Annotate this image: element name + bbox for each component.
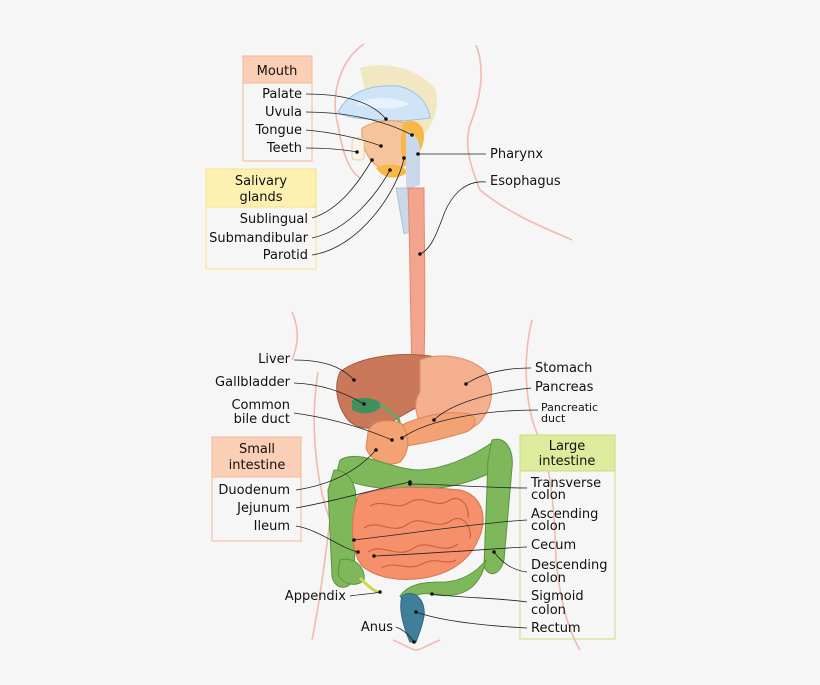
descending-colon xyxy=(483,438,513,575)
label-sigmoid-colon-line2: colon xyxy=(531,603,566,618)
label-palate: Palate xyxy=(262,87,302,102)
large-intestine-header-line2: intestine xyxy=(539,454,596,469)
salivary-submandibular xyxy=(376,164,408,178)
small-intestine-header-line2: intestine xyxy=(229,458,286,473)
mouth-group: Mouth Palate Uvula Tongue Teeth xyxy=(242,55,313,162)
label-pancreatic-duct-line2: duct xyxy=(541,412,566,425)
label-uvula: Uvula xyxy=(265,105,302,120)
large-intestine-group: Large intestine Transverse colon Ascendi… xyxy=(519,434,616,640)
pancreas xyxy=(399,412,476,447)
label-gallbladder: Gallbladder xyxy=(215,375,291,390)
label-submandibular: Submandibular xyxy=(209,231,309,246)
label-pharynx: Pharynx xyxy=(490,147,543,162)
label-sublingual: Sublingual xyxy=(240,212,308,227)
label-transverse-colon-line2: colon xyxy=(531,488,566,503)
label-ascending-colon-line1: Ascending xyxy=(531,507,598,522)
pharynx xyxy=(406,132,420,190)
label-pancreatic-duct-line1: Pancreatic xyxy=(541,401,598,414)
salivary-header-line2: glands xyxy=(239,190,282,205)
esophagus xyxy=(407,187,426,374)
leader-lines xyxy=(293,93,539,644)
label-transverse-colon-line1: Transverse xyxy=(530,476,601,491)
small-intestine xyxy=(351,487,484,580)
duodenum-loop xyxy=(365,420,409,465)
label-rectum: Rectum xyxy=(531,621,581,636)
label-parotid: Parotid xyxy=(263,248,308,263)
label-jejunum: Jejunum xyxy=(236,501,290,516)
mouth-header: Mouth xyxy=(257,64,298,79)
large-intestine xyxy=(327,438,513,608)
label-descending-colon-line1: Descending xyxy=(531,558,608,573)
appendix xyxy=(358,576,379,594)
body-outline xyxy=(291,43,581,651)
label-cecum: Cecum xyxy=(531,538,576,553)
label-ileum: Ileum xyxy=(254,519,290,534)
transverse-colon xyxy=(335,439,506,491)
label-ascending-colon-line2: colon xyxy=(531,519,566,534)
salivary-header-line1: Salivary xyxy=(235,174,287,189)
label-esophagus: Esophagus xyxy=(490,174,561,189)
label-appendix: Appendix xyxy=(285,589,346,604)
large-intestine-header-line1: Large xyxy=(549,439,586,454)
label-anus: Anus xyxy=(361,620,393,635)
label-tongue: Tongue xyxy=(255,123,302,138)
label-sigmoid-colon-line1: Sigmoid xyxy=(531,589,584,604)
rectum xyxy=(400,593,425,643)
label-liver: Liver xyxy=(258,352,291,367)
label-stomach: Stomach xyxy=(535,361,592,376)
label-common-bile-duct-line1: Common xyxy=(231,398,290,413)
label-descending-colon-line2: colon xyxy=(531,571,566,586)
small-intestine-group: Small intestine Duodenum Jejunum Ileum xyxy=(211,436,302,542)
small-intestine-header-line1: Small xyxy=(239,442,275,457)
small-intestine-folds xyxy=(363,498,471,569)
label-common-bile-duct-line2: bile duct xyxy=(234,412,290,427)
label-duodenum: Duodenum xyxy=(218,483,290,498)
label-teeth: Teeth xyxy=(266,141,302,156)
teeth xyxy=(351,137,365,161)
label-pancreas: Pancreas xyxy=(535,380,594,395)
salivary-group: Salivary glands Sublingual Submandibular… xyxy=(205,168,317,270)
